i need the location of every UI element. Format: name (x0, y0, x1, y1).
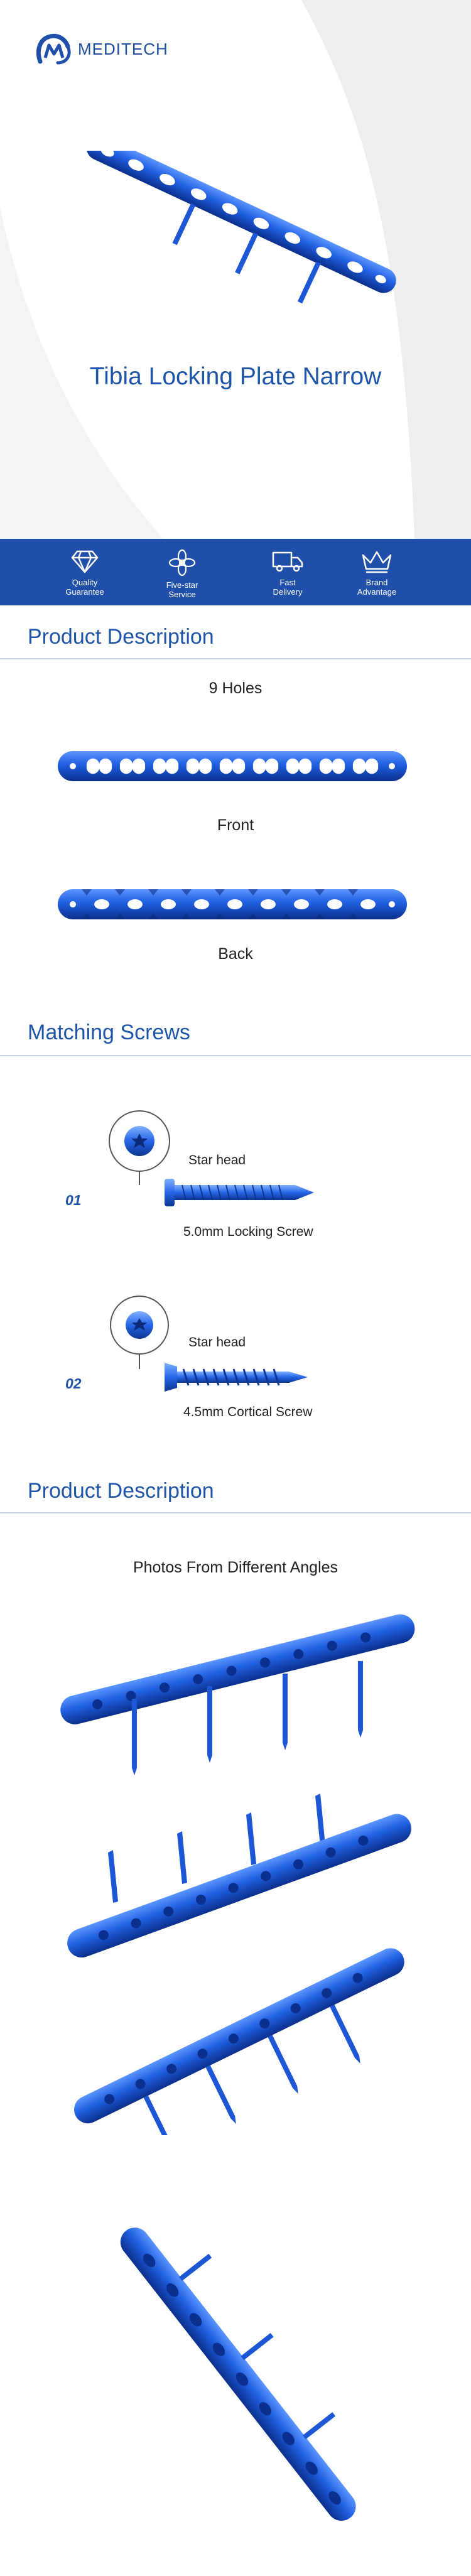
locking-screw-image (109, 1110, 314, 1206)
angle-photo-4 (120, 2227, 356, 2521)
section-title-description: Product Description (28, 625, 214, 649)
feature-label: Brand Advantage (357, 578, 397, 597)
angle-photo-3 (73, 1948, 404, 2135)
flower-icon (168, 549, 196, 576)
plate-front-image (58, 751, 407, 781)
front-caption: Front (217, 816, 254, 834)
truck-icon (272, 551, 303, 572)
angles-subtitle: Photos From Different Angles (133, 1559, 338, 1576)
feature-delivery: Fast Delivery (247, 539, 328, 605)
screw-name-label: 5.0mm Locking Screw (183, 1225, 313, 1239)
screw-number: 02 (65, 1375, 82, 1392)
section-divider (0, 658, 471, 659)
screw-head-label: Star head (188, 1153, 246, 1167)
diamond-icon (71, 550, 99, 573)
section-divider (0, 1055, 471, 1056)
brand-logo: MEDITECH (36, 33, 168, 65)
feature-label: Quality Guarantee (65, 578, 104, 597)
screw-head-label: Star head (188, 1335, 246, 1350)
features-band: Quality Guarantee Five-star Service Fast… (0, 539, 471, 605)
section-title-screws: Matching Screws (28, 1020, 190, 1044)
screw-number: 01 (65, 1192, 82, 1208)
angle-photo-2 (67, 1794, 411, 1958)
plate-back-image (58, 889, 407, 919)
hero-plate-image (86, 151, 396, 304)
hero-title: Tibia Locking Plate Narrow (89, 363, 382, 390)
section-title-angles: Product Description (28, 1479, 214, 1503)
angle-photo-1 (60, 1614, 415, 1775)
feature-service: Five-star Service (141, 539, 223, 605)
hero-background-swoosh (0, 0, 471, 539)
feature-brand: Brand Advantage (336, 539, 418, 605)
crown-icon (362, 551, 392, 573)
back-caption: Back (218, 945, 253, 963)
feature-label: Five-star Service (166, 580, 198, 599)
feature-label: Fast Delivery (273, 578, 303, 597)
section-divider (0, 1512, 471, 1513)
feature-quality: Quality Guarantee (44, 539, 126, 605)
hero-banner: MEDITECH Tibia Locking Plate Narrow (0, 0, 471, 539)
cortical-screw-image (110, 1296, 308, 1392)
meditech-logo-icon (36, 33, 71, 65)
brand-name: MEDITECH (78, 39, 168, 58)
screw-name-label: 4.5mm Cortical Screw (183, 1405, 313, 1419)
holes-caption: 9 Holes (208, 679, 263, 697)
